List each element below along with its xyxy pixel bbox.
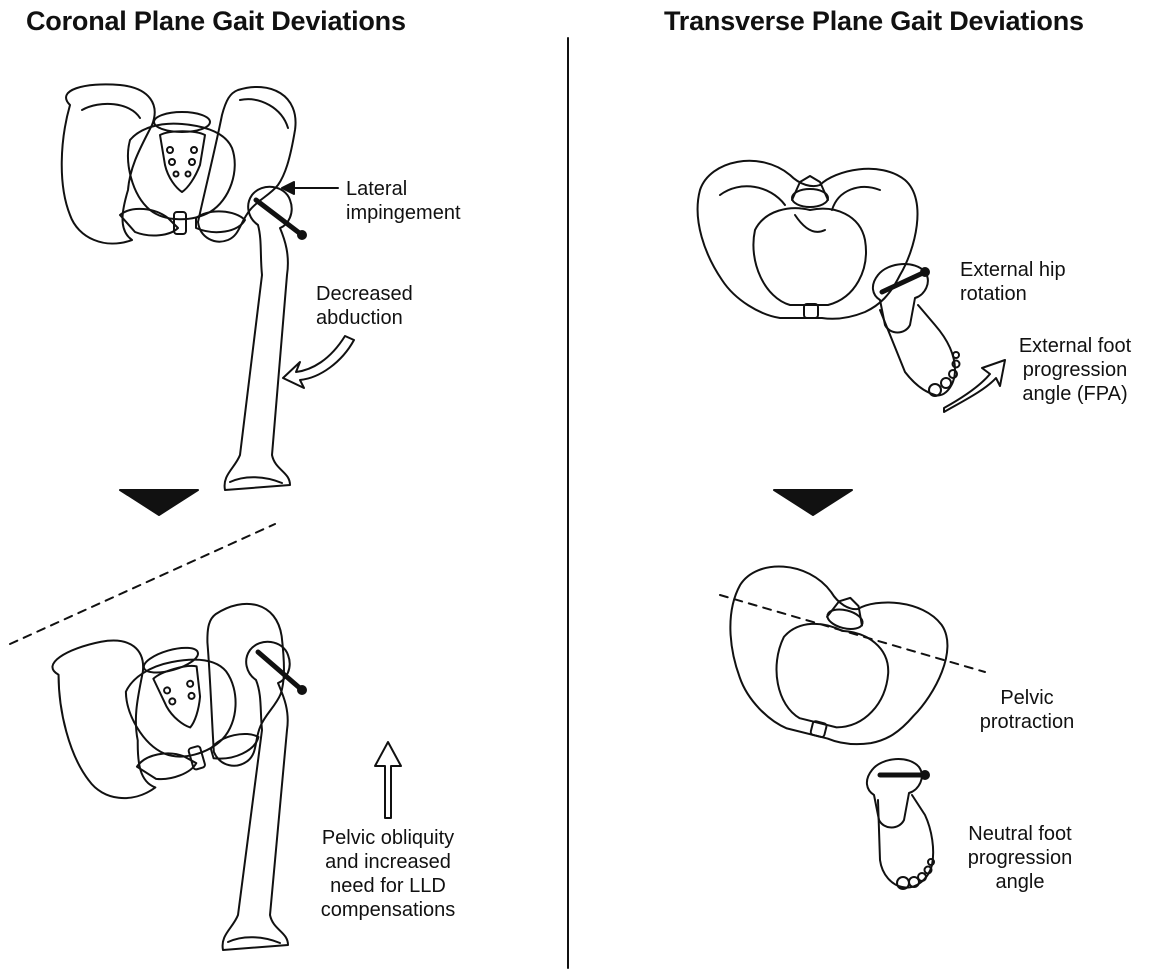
decreased-abduction-arrow xyxy=(283,336,354,388)
pelvis-coronal-top xyxy=(62,84,296,243)
screw-bottom-left xyxy=(258,652,302,690)
screw-head-top-right xyxy=(921,268,929,276)
obliquity-up-arrow xyxy=(375,742,401,818)
screw-top-left xyxy=(256,200,302,235)
decreased-abduction-label: Decreased abduction xyxy=(316,282,413,330)
external-hip-rotation-label: External hip rotation xyxy=(960,258,1066,306)
right-panel-title: Transverse Plane Gait Deviations xyxy=(664,6,1084,37)
pelvis-transverse-top xyxy=(698,161,918,319)
obliquity-dashed-line xyxy=(10,524,275,644)
screw-head-top-left xyxy=(298,231,306,239)
left-panel-title: Coronal Plane Gait Deviations xyxy=(26,6,406,37)
femur-coronal-bottom xyxy=(223,642,290,950)
screw-head-bottom-right xyxy=(921,771,929,779)
neutral-fpa-label: Neutral foot progression angle xyxy=(960,822,1080,894)
down-arrow-left xyxy=(120,490,198,515)
screw-head-bottom-left xyxy=(298,686,306,694)
down-arrow-right xyxy=(774,490,852,515)
pelvis-coronal-bottom xyxy=(45,593,314,810)
screw-top-right xyxy=(882,272,925,292)
external-fpa-label: External foot progression angle (FPA) xyxy=(1000,334,1150,406)
femur-foot-transverse-top xyxy=(873,264,960,396)
pelvic-obliquity-label: Pelvic obliquity and increased need for … xyxy=(303,826,473,922)
pelvis-transverse-bottom xyxy=(707,556,959,762)
fpa-arrow xyxy=(944,360,1005,412)
lateral-impingement-label: Lateral impingement xyxy=(346,177,461,225)
femur-coronal-top xyxy=(225,187,292,490)
pelvic-protraction-label: Pelvic protraction xyxy=(972,686,1082,734)
